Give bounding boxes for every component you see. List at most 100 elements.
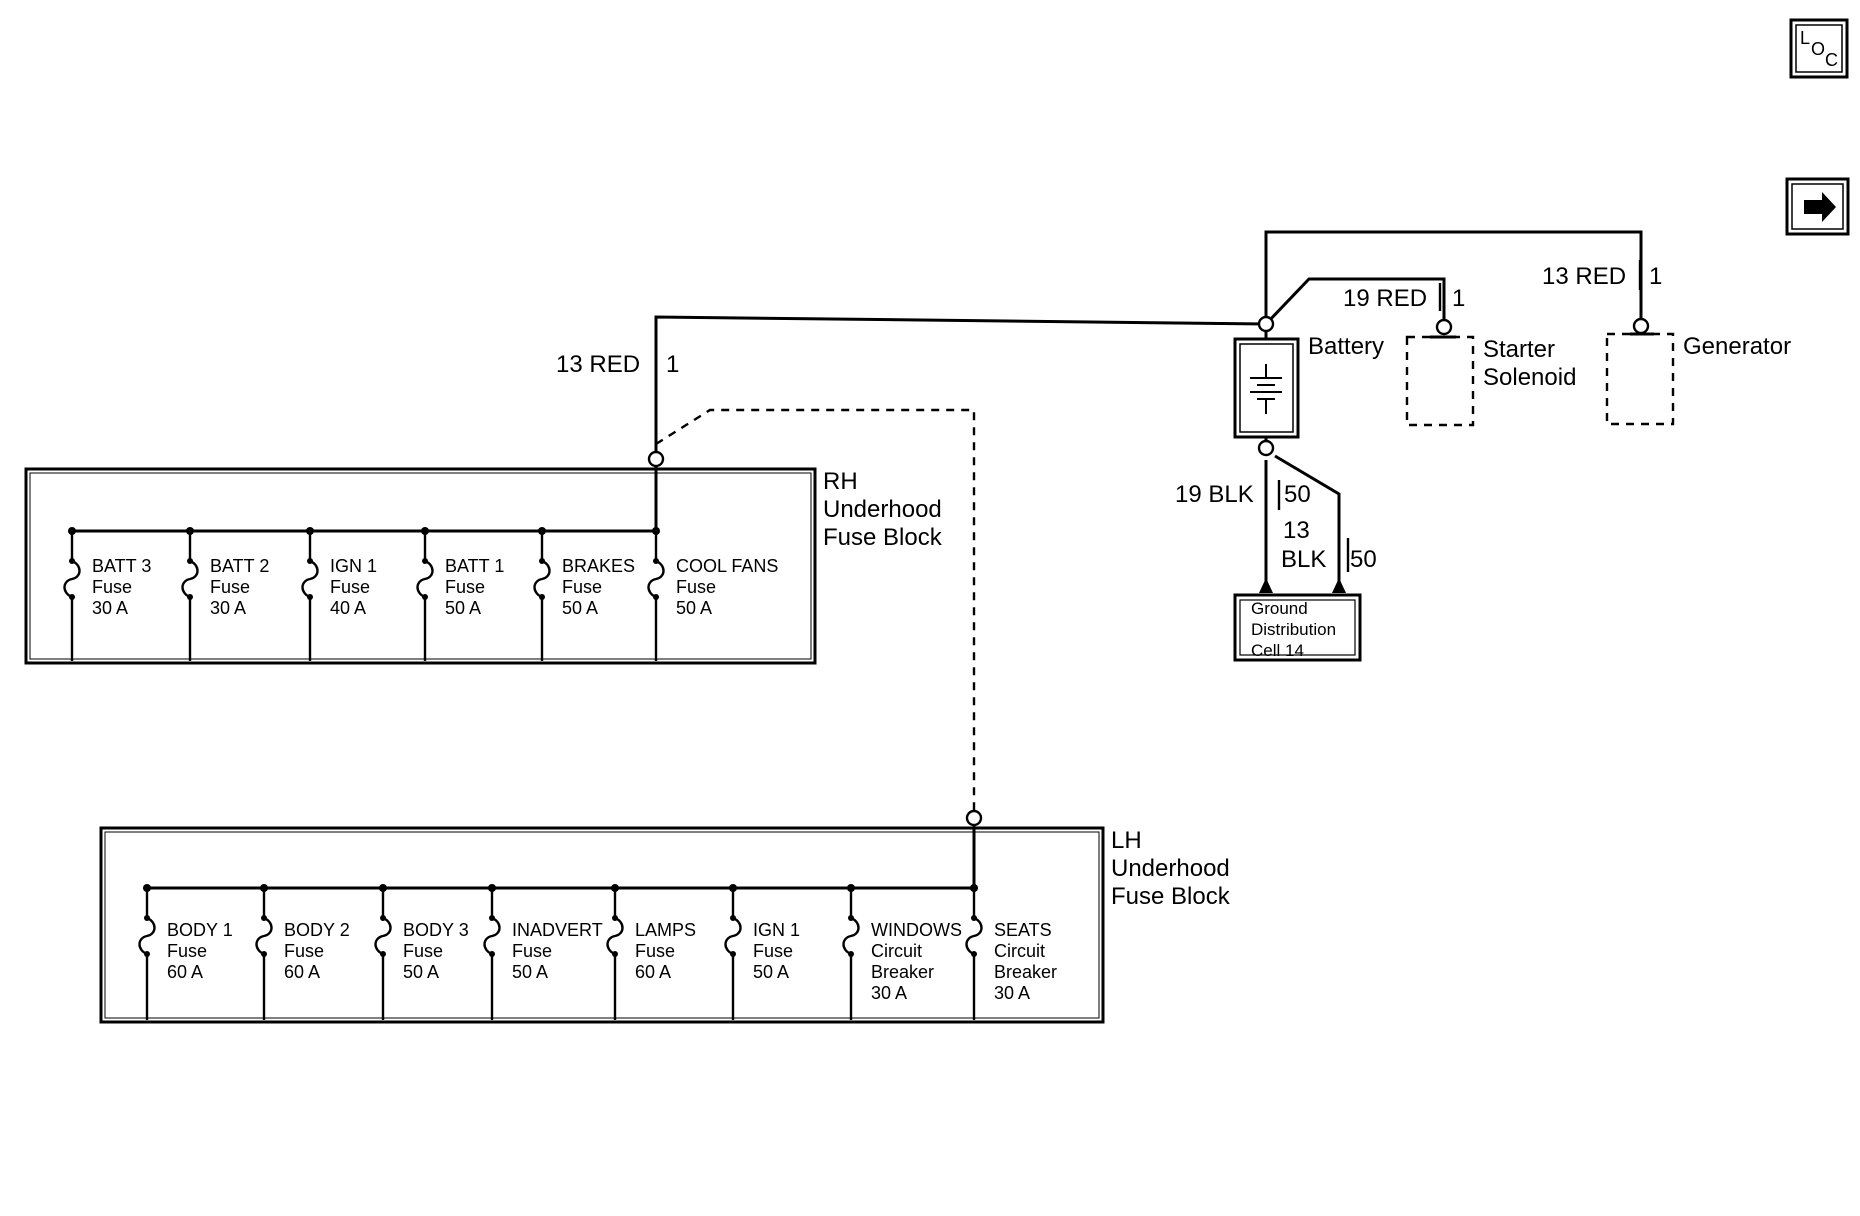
lh-fuse-7-type2: Breaker	[871, 962, 934, 982]
lh-fuse-8-type: Circuit	[994, 941, 1045, 961]
starter-label-line1: Starter	[1483, 336, 1555, 363]
battery-symbol	[1233, 337, 1300, 439]
lh-fuse-8-rating: 30 A	[994, 983, 1030, 1003]
battery-negative-terminal	[1257, 439, 1275, 457]
lh-block-title-3: Fuse Block	[1111, 883, 1231, 910]
lh-fuse-3-rating: 50 A	[403, 962, 439, 982]
lh-fuse-4-name: INADVERT	[512, 920, 603, 940]
lh-fuse-3-type: Fuse	[403, 941, 443, 961]
rh-fuse-4-type: Fuse	[445, 577, 485, 597]
lh-fuse-5-rating: 60 A	[635, 962, 671, 982]
lh-fuse-6-type: Fuse	[753, 941, 793, 961]
rh-block-title-1: RH	[823, 468, 858, 495]
fuse-symbol	[483, 916, 501, 956]
battery-label: Battery	[1308, 333, 1384, 360]
lh-fuse-8-type2: Breaker	[994, 962, 1057, 982]
rh-fuse-4-rating: 50 A	[445, 598, 481, 618]
ground-box-line2: Distribution	[1251, 620, 1336, 639]
generator-wire-label: 13 RED	[1542, 263, 1626, 290]
lh-fuse-7-rating: 30 A	[871, 983, 907, 1003]
rh-fuse-block	[24, 467, 817, 665]
lh-fuse-7-type: Circuit	[871, 941, 922, 961]
lh-block-title-1: LH	[1111, 827, 1142, 854]
fuse-symbol	[138, 916, 156, 956]
lh-fuse-6-name: IGN 1	[753, 920, 800, 940]
starter-pin-label: 1	[1452, 285, 1465, 312]
ground-arrow-2	[1332, 578, 1346, 593]
lh-feed-terminal	[965, 809, 983, 827]
rh-fuse-5-name: BRAKES	[562, 556, 635, 576]
rh-feed-wire-label: 13 RED	[556, 351, 640, 378]
fuse-symbol	[374, 916, 392, 956]
battery-positive-terminal	[1257, 315, 1275, 333]
svg-text:O: O	[1811, 39, 1825, 59]
ground-box-line3: Cell 14	[1251, 641, 1304, 660]
fuse-symbol	[606, 916, 624, 956]
rh-feed-terminal	[647, 450, 665, 468]
rh-fuse-2-name: BATT 2	[210, 556, 269, 576]
lh-fuse-2-type: Fuse	[284, 941, 324, 961]
lh-fuse-1-type: Fuse	[167, 941, 207, 961]
rh-fuse-1-rating: 30 A	[92, 598, 128, 618]
rh-fuse-3-name: IGN 1	[330, 556, 377, 576]
fuse-symbol	[416, 559, 434, 599]
svg-text:C: C	[1825, 50, 1838, 70]
lh-fuse-block	[99, 826, 1105, 1024]
lh-fuse-2-name: BODY 2	[284, 920, 350, 940]
svg-text:L: L	[1800, 28, 1810, 48]
lh-fuse-6-rating: 50 A	[753, 962, 789, 982]
ground-pin1-label: 50	[1284, 481, 1311, 508]
location-icon[interactable]: L O C	[1789, 18, 1849, 79]
rh-fuse-5-type: Fuse	[562, 577, 602, 597]
fuse-symbol	[647, 559, 665, 599]
rh-fuse-6-type: Fuse	[676, 577, 716, 597]
generator-label: Generator	[1683, 333, 1791, 360]
fuse-symbol	[842, 916, 860, 956]
lh-fuse-5-name: LAMPS	[635, 920, 696, 940]
rh-fuse-3-rating: 40 A	[330, 598, 366, 618]
ground-distribution-box	[1233, 593, 1362, 662]
fuse-symbol	[533, 559, 551, 599]
lh-fuse-1-rating: 60 A	[167, 962, 203, 982]
rh-fuse-4-name: BATT 1	[445, 556, 504, 576]
ground-wire2-line2: BLK	[1281, 546, 1326, 573]
ground-pin2-label: 50	[1350, 546, 1377, 573]
power-wires	[654, 230, 1643, 810]
fuse-symbol	[255, 916, 273, 956]
rh-fuse-1-name: BATT 3	[92, 556, 151, 576]
generator-terminal	[1632, 317, 1650, 335]
right-arrow-icon[interactable]	[1785, 177, 1850, 236]
rh-feed-pin-label: 1	[666, 351, 679, 378]
rh-block-title-3: Fuse Block	[823, 524, 943, 551]
lh-fuse-7-name: WINDOWS	[871, 920, 962, 940]
rh-fuse-6-name: COOL FANS	[676, 556, 778, 576]
starter-label-line2: Solenoid	[1483, 364, 1576, 391]
fuse-symbol	[63, 559, 81, 599]
rh-fuse-2-rating: 30 A	[210, 598, 246, 618]
fuse-symbol	[965, 916, 983, 956]
generator-symbol	[1605, 332, 1675, 426]
rh-fuse-5-rating: 50 A	[562, 598, 598, 618]
lh-fuse-2-rating: 60 A	[284, 962, 320, 982]
ground-box-line1: Ground	[1251, 599, 1308, 618]
lh-block-title-2: Underhood	[1111, 855, 1230, 882]
rh-block-title-2: Underhood	[823, 496, 942, 523]
rh-fuse-6-rating: 50 A	[676, 598, 712, 618]
rh-fuse-2-type: Fuse	[210, 577, 250, 597]
starter-solenoid-symbol	[1405, 335, 1475, 427]
fuse-symbol	[724, 916, 742, 956]
ground-wire2-line1: 13	[1283, 517, 1310, 544]
